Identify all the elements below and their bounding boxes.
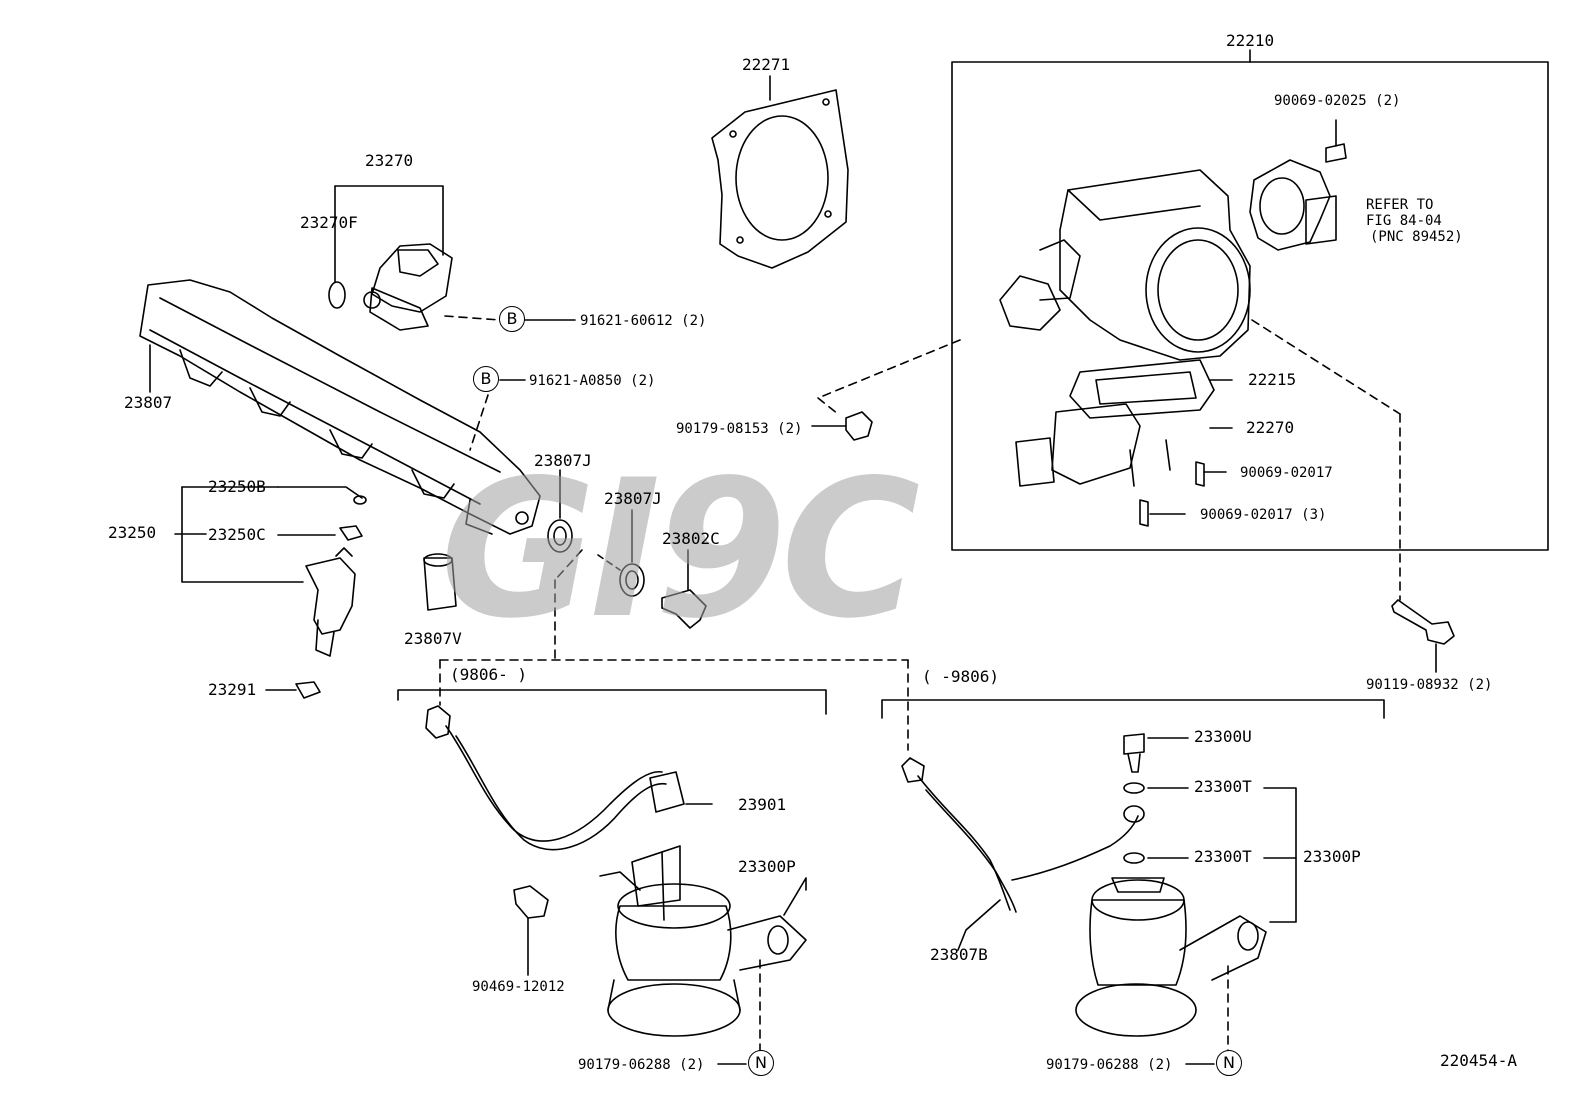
throttle-body-22210-drawing [817,49,1549,601]
label-90069-02017-3: 90069-02017 (3) [1200,507,1327,523]
label-91621-a0850: 91621-A0850 (2) [529,373,656,389]
label-90119-08932: 90119-08932 (2) [1366,677,1493,693]
label-23300u: 23300U [1194,727,1252,746]
callout-n-left: N [748,1050,774,1076]
label-refer-2: FIG 84-04 [1366,213,1442,229]
label-23807: 23807 [124,393,173,412]
label-23807j-2: 23807J [604,489,662,508]
label-range-right: ( -9806) [922,667,1000,686]
label-90069-02017: 90069-02017 [1240,465,1333,481]
label-22271: 22271 [742,55,791,74]
label-23250: 23250 [108,523,157,542]
label-23270f: 23270F [300,213,358,232]
left-assembly-drawing [397,689,827,1065]
label-23807j-1: 23807J [534,451,592,470]
label-23300p-right: 23300P [1303,847,1361,866]
callout-n-right: N [1216,1050,1242,1076]
label-23291: 23291 [208,680,257,699]
label-23300t-2: 23300T [1194,847,1252,866]
label-91621-60612: 91621-60612 (2) [580,313,707,329]
label-90179-06288-right: 90179-06288 (2) [1046,1057,1173,1073]
bolts-right-drawing [811,411,1455,673]
label-22270: 22270 [1246,418,1295,437]
label-90069-02025: 90069-02025 (2) [1274,93,1401,109]
label-23300p-left: 23300P [738,857,796,876]
label-refer-1: REFER TO [1366,197,1434,213]
small-parts-center-drawing [423,469,909,751]
label-90179-06288-left: 90179-06288 (2) [578,1057,705,1073]
label-23807v: 23807V [404,629,462,648]
label-23901: 23901 [738,795,787,814]
label-90179-08153: 90179-08153 (2) [676,421,803,437]
callout-b-upper: B [499,306,525,332]
fuel-rail-23807-drawing [139,279,541,535]
label-23802c: 23802C [662,529,720,548]
label-23300t-1: 23300T [1194,777,1252,796]
diagram-id: 220454-A [1440,1051,1518,1070]
label-90469-12012: 90469-12012 [472,979,565,995]
label-range-left: (9806- ) [450,665,528,684]
label-22215: 22215 [1248,370,1297,389]
right-assembly-drawing [881,699,1385,1065]
label-23250c: 23250C [208,525,266,544]
regulator-23270-drawing [328,185,576,331]
label-23250b: 23250B [208,477,266,496]
gasket-22271-drawing [711,75,849,269]
label-23270: 23270 [365,151,414,170]
watermark: GI9C [440,439,920,660]
callout-b-lower: B [473,366,499,392]
injector-23250-drawing [174,486,367,699]
label-refer-3: (PNC 89452) [1370,229,1463,245]
label-22210: 22210 [1226,31,1275,50]
label-23807b: 23807B [930,945,988,964]
